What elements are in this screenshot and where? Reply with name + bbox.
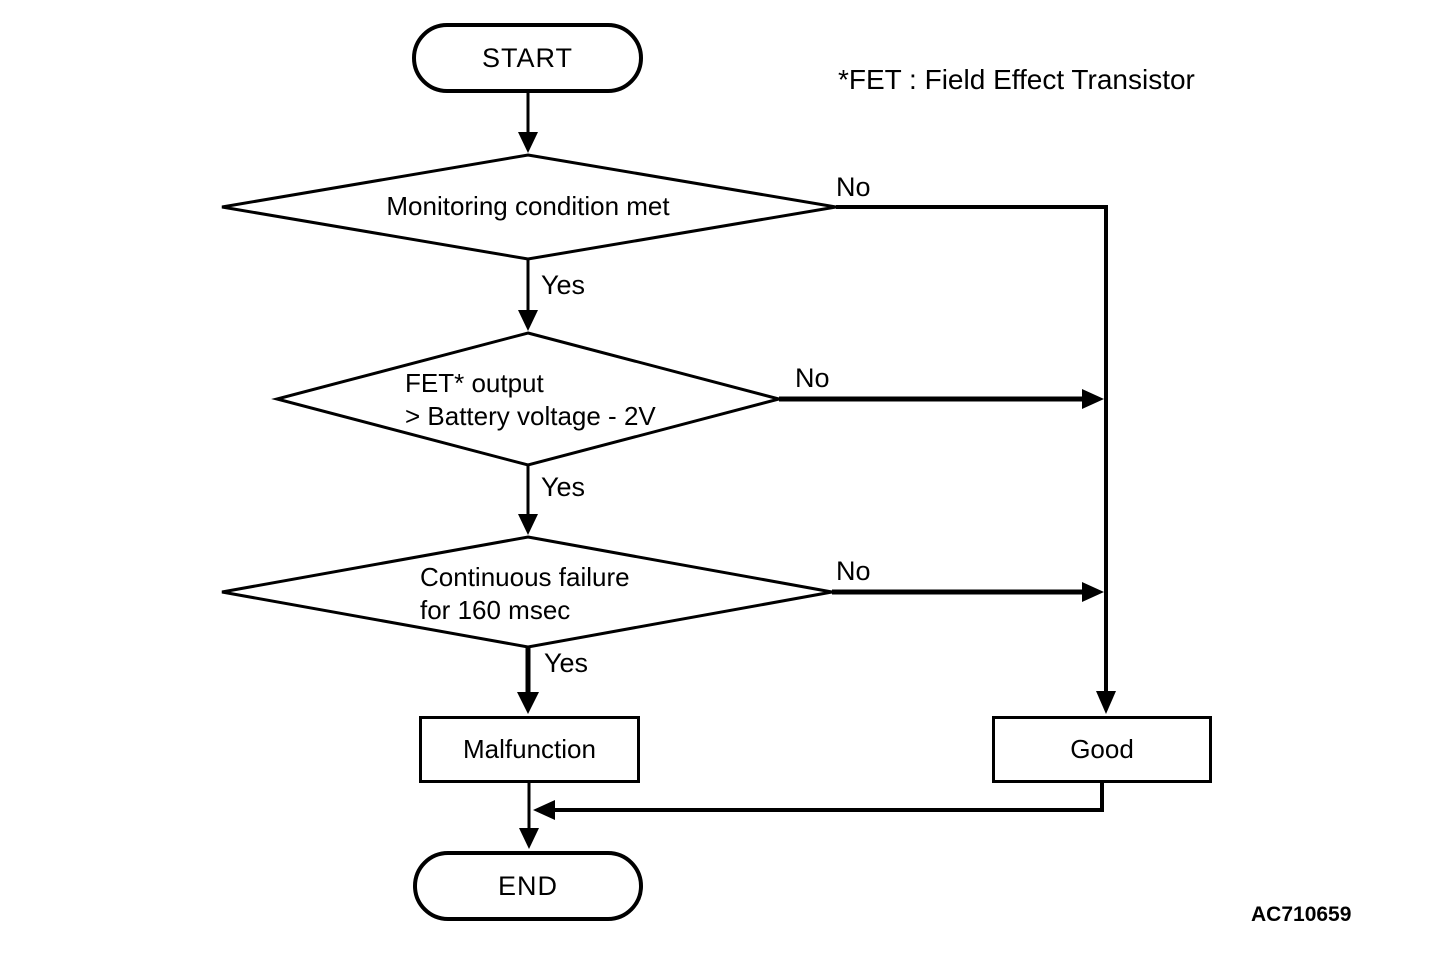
figure-code: AC710659 <box>1251 903 1352 926</box>
good-label: Good <box>1070 734 1134 764</box>
arrowhead-rail-to-good <box>1096 691 1116 714</box>
decision2-label-line2: > Battery voltage - 2V <box>405 401 656 431</box>
end-label: END <box>497 870 558 901</box>
arrowhead-decision3-no <box>1082 582 1104 602</box>
decision3-label-line2: for 160 msec <box>420 595 571 625</box>
decision2-yes-label: Yes <box>541 472 586 502</box>
arrowhead-decision3-yes <box>517 692 539 714</box>
decision1-yes-label: Yes <box>541 270 586 300</box>
malfunction-node: Malfunction <box>419 716 640 783</box>
decision2-no-label: No <box>795 363 830 393</box>
start-label: START <box>481 42 573 73</box>
arrowhead-start-to-decision1 <box>518 132 538 153</box>
start-node: START <box>412 23 643 93</box>
arrowhead-decision2-yes <box>518 514 538 535</box>
arrowhead-into-end <box>519 828 539 849</box>
decision3-no-label: No <box>836 556 871 586</box>
decision3-label-line1: Continuous failure <box>420 562 630 592</box>
end-node: END <box>413 851 643 921</box>
decision1-no-label: No <box>836 172 871 202</box>
decision1-label: Monitoring condition met <box>386 191 670 221</box>
decision2-label-line1: FET* output <box>405 368 544 398</box>
edge-decision1-no-rail <box>836 205 1108 692</box>
edge-good-to-merge <box>553 783 1104 812</box>
decision3-yes-label: Yes <box>544 648 589 678</box>
fet-footnote: *FET : Field Effect Transistor <box>838 64 1195 95</box>
good-node: Good <box>992 716 1212 783</box>
arrowhead-decision2-no <box>1082 389 1104 409</box>
arrowhead-decision1-yes <box>518 310 538 331</box>
malfunction-label: Malfunction <box>463 734 596 764</box>
arrowhead-good-to-merge <box>533 800 555 820</box>
